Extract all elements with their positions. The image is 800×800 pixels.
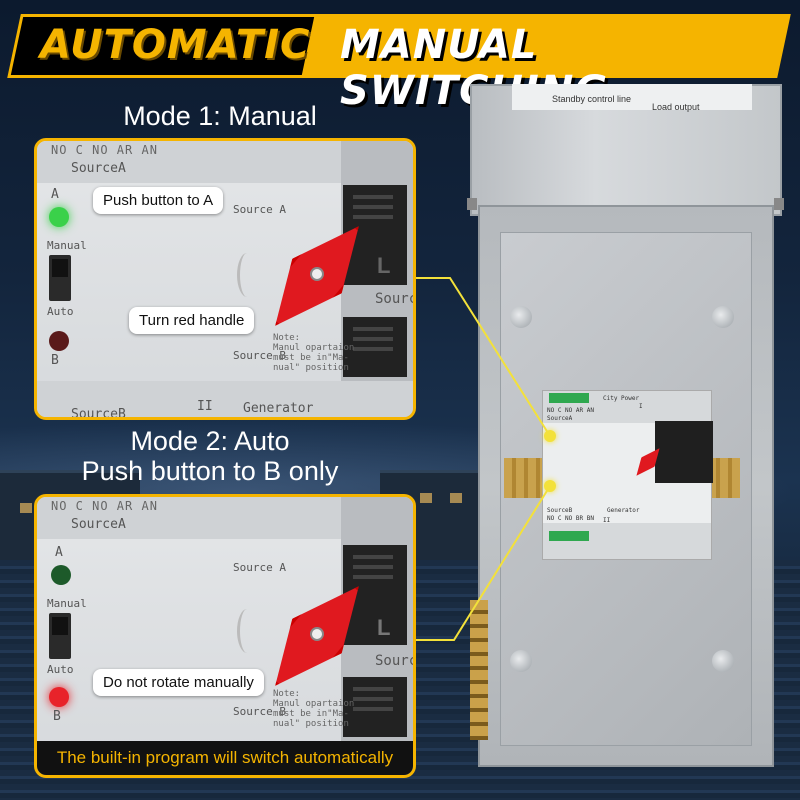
- panel-source-b-bottom: SourceB: [71, 407, 126, 420]
- banner-title-automatic: AUTOMATIC: [40, 22, 311, 68]
- unit-breaker-block: [655, 421, 713, 483]
- terminal-block: [549, 531, 589, 541]
- manual-operation-note: Note: Manul opartaion must be in"Ma- nua…: [273, 333, 355, 373]
- callout-do-not-rotate: Do not rotate manually: [93, 669, 264, 696]
- source-a-label: Source A: [233, 203, 286, 216]
- vent-slot: [353, 337, 393, 341]
- led-a-label: A: [51, 187, 59, 202]
- unit-bottom-terminals: [543, 523, 711, 559]
- hinge: [774, 198, 784, 210]
- transfer-switch-unit: NO C NO AR AN SourceA City Power I Sourc…: [542, 390, 713, 560]
- lid-label-standby: Standby control line: [552, 94, 632, 104]
- house-window: [450, 493, 462, 503]
- source-a-label: Source A: [233, 561, 286, 574]
- vent-slot: [353, 205, 393, 209]
- unit-generator-label: Generator: [607, 507, 640, 514]
- panel-breaker-bottom: [343, 317, 407, 377]
- mount-hole: [712, 650, 734, 672]
- auto-label: Auto: [47, 663, 74, 676]
- panel-bottom-strip: [37, 381, 413, 417]
- mode2-photo-panel: NO C NO AR AN SourceA L Sourc A Manual A…: [34, 494, 416, 778]
- panel-source-label: SourceA: [71, 161, 126, 176]
- house-window: [20, 503, 32, 513]
- unit-source-b-label: SourceB: [547, 507, 573, 514]
- vent-slot: [353, 575, 393, 579]
- unit-top-terms-label: NO C NO AR AN: [547, 407, 594, 414]
- panel-source-label: SourceA: [71, 517, 126, 532]
- vent-slot: [353, 215, 393, 219]
- source-b-label: Source B: [233, 705, 286, 718]
- house-window: [420, 493, 432, 503]
- unit-roman-ii: II: [603, 517, 611, 524]
- lid-label-load-output: Load output: [652, 102, 700, 112]
- panel-generator-label: Generator: [243, 401, 314, 416]
- callout-turn-handle: Turn red handle: [129, 307, 255, 334]
- lid-wiring-label: [512, 84, 752, 110]
- vent-slot: [353, 195, 393, 199]
- unit-bottom-terms-label: NO C NO BR BN: [547, 515, 594, 522]
- vent-slot: [353, 565, 393, 569]
- vent-slot: [353, 707, 393, 711]
- led-a-indicator: [49, 207, 69, 227]
- panel-terminal-label: NO C NO AR AN: [51, 143, 158, 157]
- panel-breaker-top: [343, 185, 407, 285]
- callout-push-to-a: Push button to A: [93, 187, 224, 214]
- unit-city-power-label: City Power: [603, 395, 640, 402]
- leader-line-mode1: [416, 277, 551, 437]
- auto-label: Auto: [47, 305, 74, 318]
- mode2-subheading: Push button to B only: [81, 456, 339, 486]
- led-b-indicator: [49, 331, 69, 351]
- mode1-heading: Mode 1: Manual: [123, 101, 317, 131]
- panel-terminal-label: NO C NO AR AN: [51, 499, 158, 513]
- vent-slot: [353, 697, 393, 701]
- handle-pivot: [310, 627, 324, 641]
- panel-source-side: Sourc: [375, 291, 416, 307]
- mode-toggle-switch[interactable]: [49, 613, 71, 659]
- mount-hole: [712, 306, 734, 328]
- manual-label: Manual: [47, 597, 87, 610]
- vent-slot: [353, 555, 393, 559]
- led-a-indicator: [51, 565, 71, 585]
- manual-operation-note: Note: Manul opartaion must be in"Ma- nua…: [273, 689, 355, 729]
- handle-pivot: [310, 267, 324, 281]
- terminal-block: [549, 393, 589, 403]
- vent-slot: [353, 327, 393, 331]
- rotate-arrow-icon: [237, 609, 257, 653]
- mode-toggle-switch[interactable]: [49, 255, 71, 301]
- led-a-label: A: [55, 545, 63, 560]
- source-b-label: Source B: [233, 349, 286, 362]
- mount-hole: [510, 306, 532, 328]
- mode1-photo-panel: NO C NO AR AN SourceA L Sourc A Manual A…: [34, 138, 416, 420]
- vent-slot: [353, 687, 393, 691]
- panel-letter-l: L: [377, 615, 391, 640]
- unit-source-a-label: SourceA: [547, 415, 573, 422]
- led-b-label: B: [53, 709, 61, 724]
- panel-breaker-bottom: [343, 677, 407, 737]
- panel-roman-ii: II: [197, 399, 213, 414]
- vent-slot: [353, 347, 393, 351]
- mount-hole: [510, 650, 532, 672]
- manual-label: Manual: [47, 239, 87, 252]
- rotate-arrow-icon: [237, 253, 257, 297]
- panel-source-side: Sourc: [375, 653, 416, 669]
- panel-letter-l: L: [377, 253, 391, 278]
- leader-line-mode2: [416, 485, 551, 641]
- auto-switch-footer: The built-in program will switch automat…: [37, 741, 413, 775]
- hinge: [467, 198, 477, 210]
- led-b-label: B: [51, 353, 59, 368]
- led-b-indicator: [49, 687, 69, 707]
- unit-roman-i: I: [639, 403, 643, 410]
- mode2-heading: Mode 2: Auto: [130, 426, 290, 456]
- ground-bar: [470, 600, 488, 740]
